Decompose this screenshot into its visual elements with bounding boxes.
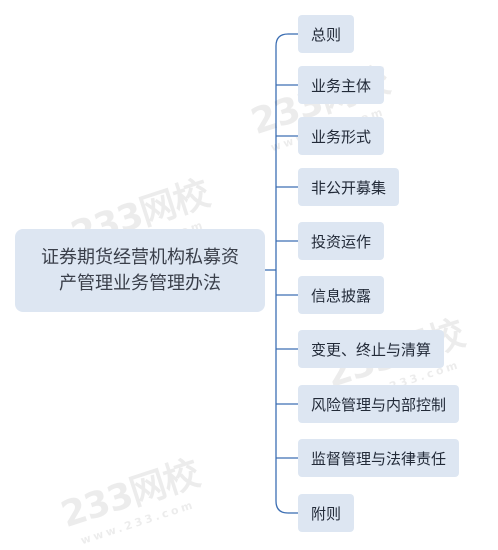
- branch-node-general-provisions[interactable]: 总则: [298, 15, 355, 53]
- branch-label: 业务形式: [311, 127, 372, 146]
- branch-node-change-termination-liquidation[interactable]: 变更、终止与清算: [298, 330, 445, 368]
- branch-label: 业务主体: [311, 76, 372, 95]
- branch-node-investment-operation[interactable]: 投资运作: [298, 222, 385, 260]
- branch-node-supplementary-provisions[interactable]: 附则: [298, 494, 355, 532]
- branch-label: 变更、终止与清算: [311, 340, 432, 359]
- branch-label: 附则: [311, 504, 342, 523]
- branch-node-business-entities[interactable]: 业务主体: [298, 66, 385, 104]
- trunk-line: [275, 33, 289, 514]
- branch-node-supervision-liability[interactable]: 监督管理与法律责任: [298, 439, 460, 477]
- root-label: 证券期货经营机构私募资产管理业务管理办法: [41, 246, 239, 294]
- root-node[interactable]: 证券期货经营机构私募资产管理业务管理办法: [15, 229, 265, 312]
- branch-label: 信息披露: [311, 286, 372, 305]
- branch-label: 非公开募集: [311, 178, 387, 197]
- branch-node-business-forms[interactable]: 业务形式: [298, 117, 385, 155]
- branch-label: 投资运作: [311, 232, 372, 251]
- branch-node-private-fundraising[interactable]: 非公开募集: [298, 168, 400, 206]
- branch-node-information-disclosure[interactable]: 信息披露: [298, 276, 385, 314]
- branch-label: 总则: [311, 25, 342, 44]
- branch-label: 监督管理与法律责任: [311, 449, 447, 468]
- branch-label: 风险管理与内部控制: [311, 395, 447, 414]
- branch-node-risk-management[interactable]: 风险管理与内部控制: [298, 385, 460, 423]
